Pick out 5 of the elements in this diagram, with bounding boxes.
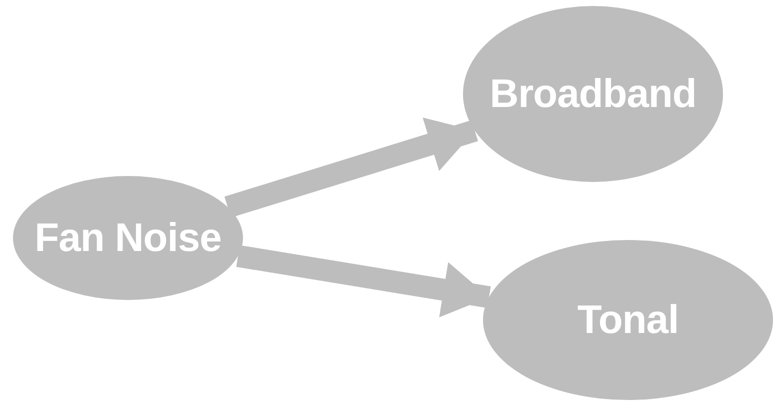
node-label: Broadband bbox=[490, 72, 696, 116]
block-arrow bbox=[224, 117, 478, 218]
node-label: Tonal bbox=[577, 298, 679, 342]
block-arrow bbox=[236, 245, 491, 318]
node-label: Fan Noise bbox=[34, 216, 222, 260]
